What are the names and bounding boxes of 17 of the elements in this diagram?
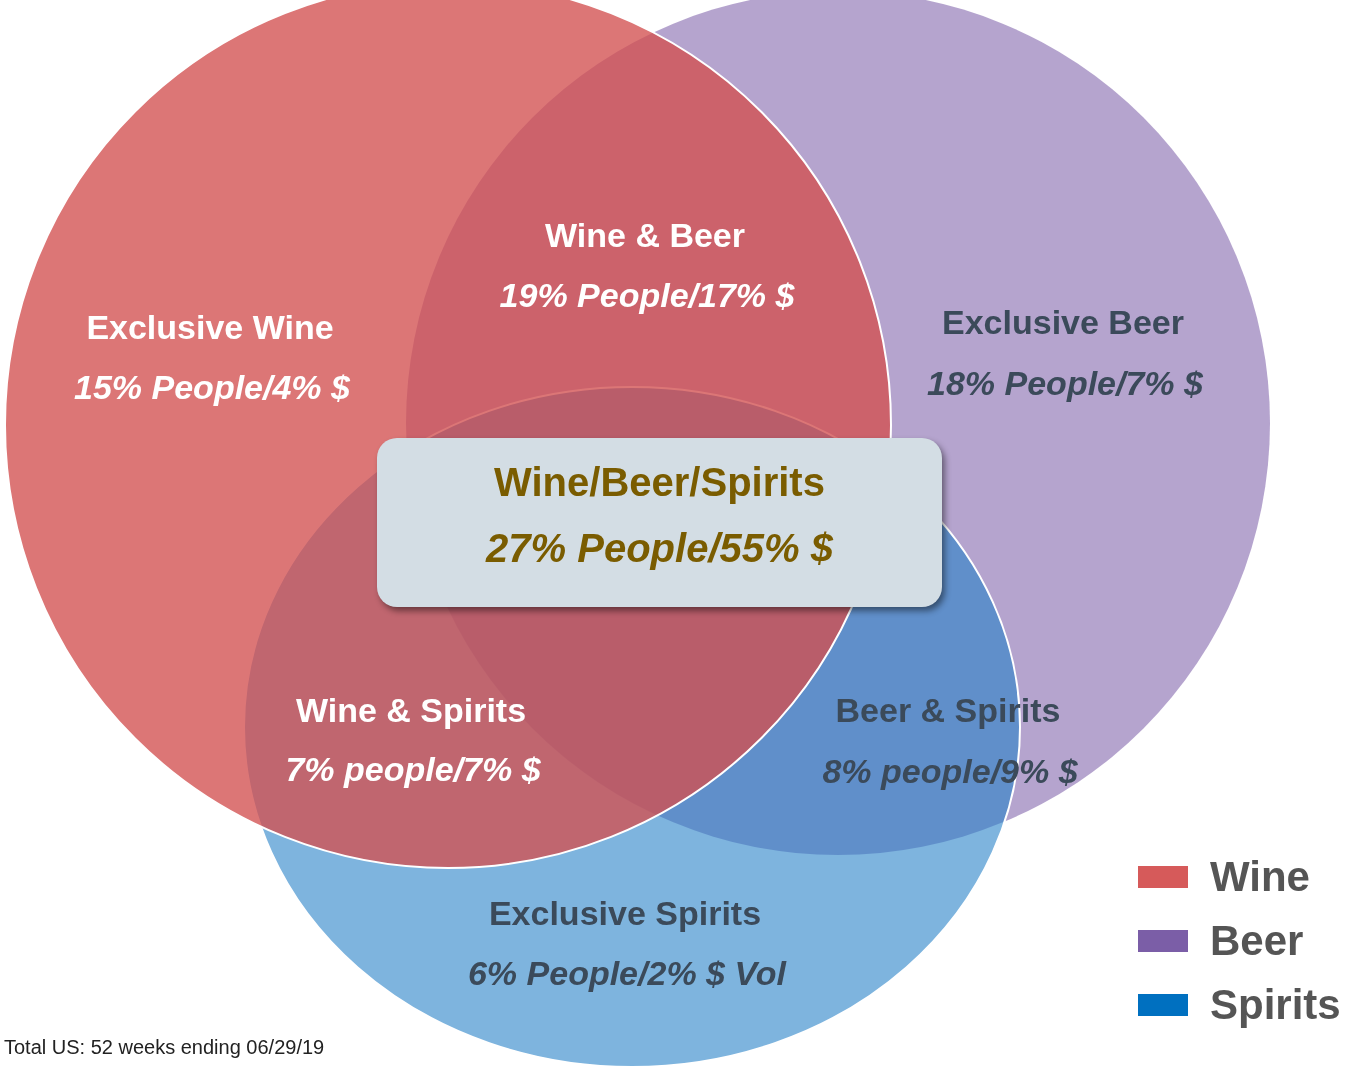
region-label: Exclusive Spirits	[488, 895, 762, 933]
share-text: 18% People/7% $	[927, 365, 1203, 403]
center-box	[377, 438, 942, 607]
share-text: 15% People/4% $	[74, 369, 350, 407]
source-note: Total US: 52 weeks ending 06/29/19	[4, 1036, 325, 1059]
share-text: 27% People/55% $	[484, 526, 835, 571]
region-label: Exclusive Beer	[942, 304, 1184, 342]
legend-label: Spirits	[1210, 981, 1341, 1029]
legend-label: Beer	[1210, 917, 1304, 965]
region-label: Exclusive Wine	[86, 309, 334, 347]
share-text: 19% People/17% $	[499, 277, 795, 315]
legend-label: Wine	[1210, 853, 1310, 901]
share-text: 6% People/2% $ Vol	[467, 955, 787, 993]
region-label: Wine & Spirits	[295, 692, 527, 730]
share-text: 7% people/7% $	[285, 751, 541, 789]
region-label: Wine/Beer/Spirits	[493, 460, 826, 505]
region-label: Wine & Beer	[545, 217, 745, 255]
